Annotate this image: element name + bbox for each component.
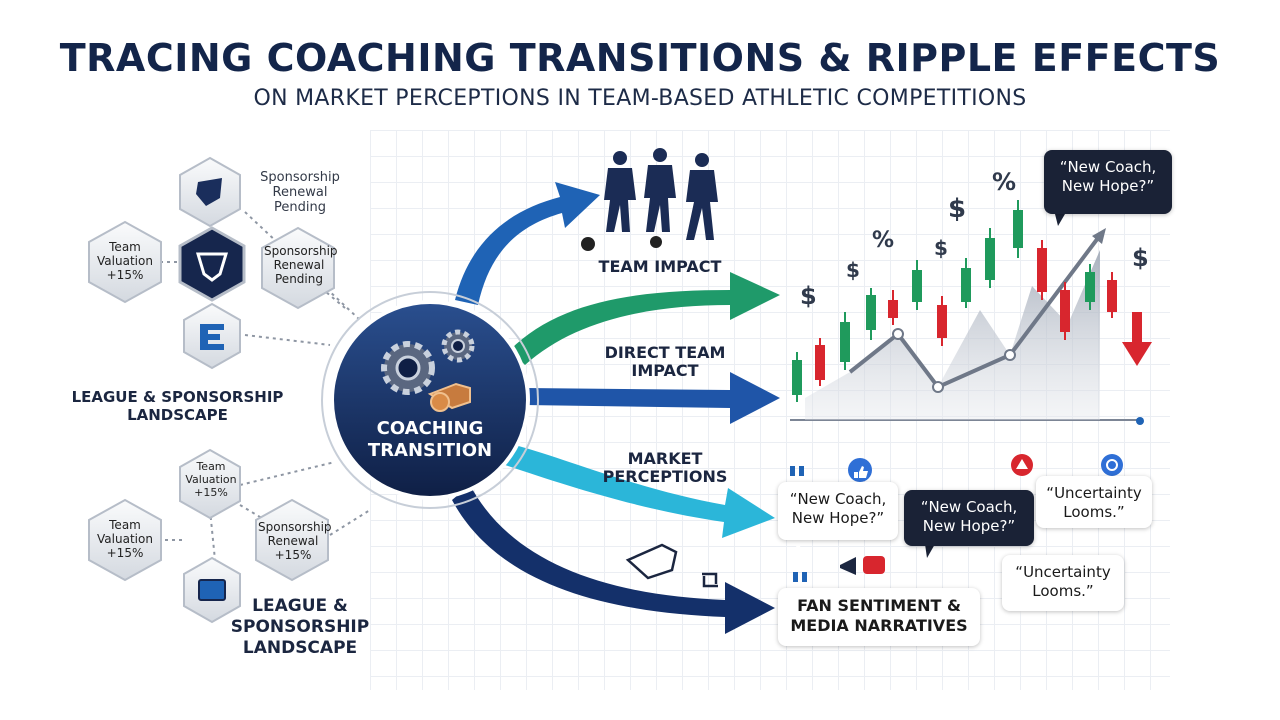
- candle-body: [840, 322, 850, 362]
- arrow-direct-team-impact: [525, 372, 780, 424]
- hex-sponsorship-2: [255, 498, 329, 582]
- hub-ring: [321, 291, 539, 509]
- candle-body: [1107, 280, 1117, 312]
- whistle-icon: [427, 382, 471, 412]
- candle-body: [1037, 248, 1047, 292]
- fan-sentiment-label: FAN SENTIMENT & MEDIA NARRATIVES: [790, 596, 968, 635]
- quote-bubble-b: “New Coach, New Hope?”: [904, 490, 1034, 546]
- candle-body: [985, 238, 995, 280]
- hex-brand-logo: [178, 226, 246, 302]
- top-sponsorship-label: Sponsorship Renewal Pending: [260, 170, 340, 215]
- direct-team-impact-label: DIRECT TEAM IMPACT: [604, 343, 726, 380]
- candle-body: [1060, 290, 1070, 332]
- chart-endpoint: [1136, 417, 1144, 425]
- dollar-sign-3: $: [934, 236, 948, 260]
- hex-sponsorship-1-text: Sponsorship Renewal Pending: [264, 244, 338, 286]
- hex-e-logo: [183, 302, 241, 370]
- arrow-team-impact: [455, 182, 600, 305]
- gear-icon: [381, 341, 435, 395]
- candle-body: [937, 305, 947, 338]
- candle-body: [888, 300, 898, 318]
- league-label-1: LEAGUE & SPONSORSHIP LANDSCAPE: [71, 388, 284, 424]
- hex-shield-top: [179, 156, 241, 228]
- like-icon: [848, 458, 872, 482]
- hex-sponsorship-1: [261, 226, 335, 310]
- page-subtitle: ON MARKET PERCEPTIONS IN TEAM-BASED ATHL…: [253, 86, 1027, 111]
- alert-icon: [1011, 454, 1033, 476]
- arrow-market-perceptions: [505, 445, 775, 538]
- repeat-icon: [702, 572, 718, 588]
- hex-sponsorship-2-text: Sponsorship Renewal +15%: [258, 520, 332, 562]
- retweet-icon: [1101, 454, 1123, 476]
- percent-sign-1: %: [872, 228, 895, 253]
- chart-area: [790, 200, 1152, 425]
- chart-quote-bubble: “New Coach, New Hope?”: [1044, 150, 1172, 214]
- quote-c-text: “Uncertainty Looms.”: [1046, 484, 1142, 521]
- arrow-green: [510, 272, 780, 365]
- quote-b-text: “New Coach, New Hope?”: [920, 498, 1018, 535]
- page-title: TRACING COACHING TRANSITIONS & RIPPLE EF…: [59, 36, 1221, 80]
- hex-card-logo: [183, 556, 241, 624]
- dollar-sign-5: $: [1132, 244, 1149, 272]
- quote-icon-1: [790, 466, 804, 476]
- quote-d-text: “Uncertainty Looms.”: [1015, 563, 1111, 600]
- megaphone-icon: [840, 556, 885, 575]
- hex-team-valuation-3: [88, 498, 162, 582]
- candle-body: [792, 360, 802, 395]
- chart-quote-text: “New Coach, New Hope?”: [1059, 158, 1157, 195]
- dollar-sign-2: $: [846, 258, 860, 282]
- whistle-small-icon: [625, 543, 678, 580]
- hex-team-valuation-1: [88, 220, 162, 304]
- arrow-fan-sentiment: [452, 485, 775, 634]
- chart-area-fill: [805, 250, 1100, 420]
- hex-valuation-1-text: Team Valuation +15%: [97, 240, 153, 282]
- market-perceptions-label: MARKET PERCEPTIONS: [602, 449, 728, 486]
- hex-team-valuation-2: [179, 448, 241, 520]
- dollar-sign-4: $: [948, 194, 967, 224]
- quote-a-text: “New Coach, New Hope?”: [789, 490, 887, 527]
- candle-body: [961, 268, 971, 302]
- small-gear-icon: [441, 329, 475, 363]
- quote-bubble-c: “Uncertainty Looms.”: [1036, 476, 1152, 528]
- candle-body: [815, 345, 825, 380]
- candle-body: [912, 270, 922, 302]
- hub-circle: [330, 300, 530, 500]
- trend-arrowhead: [1092, 228, 1106, 244]
- percent-sign-2: %: [992, 168, 1017, 196]
- candlesticks: [792, 200, 1117, 402]
- quote-icon-2: [793, 572, 807, 582]
- hex-valuation-3-text: Team Valuation +15%: [97, 518, 153, 560]
- candle-body: [1013, 210, 1023, 248]
- candle-body: [1085, 272, 1095, 302]
- hub-label: COACHING TRANSITION: [367, 418, 493, 461]
- candle-body: [866, 295, 876, 330]
- quote-bubble-a: “New Coach, New Hope?”: [778, 482, 898, 540]
- league-label-2: LEAGUE & SPONSORSHIP LANDSCAPE: [230, 596, 370, 658]
- team-impact-label: TEAM IMPACT: [598, 257, 722, 276]
- fan-sentiment-bubble: FAN SENTIMENT & MEDIA NARRATIVES: [778, 588, 980, 646]
- hex-valuation-2-text: Team Valuation +15%: [185, 460, 237, 499]
- down-arrow-icon: [1122, 312, 1152, 366]
- flow-arrows: [452, 182, 780, 634]
- dollar-sign-1: $: [800, 282, 817, 310]
- quote-bubble-d: “Uncertainty Looms.”: [1002, 555, 1124, 611]
- players-icon: [581, 148, 718, 251]
